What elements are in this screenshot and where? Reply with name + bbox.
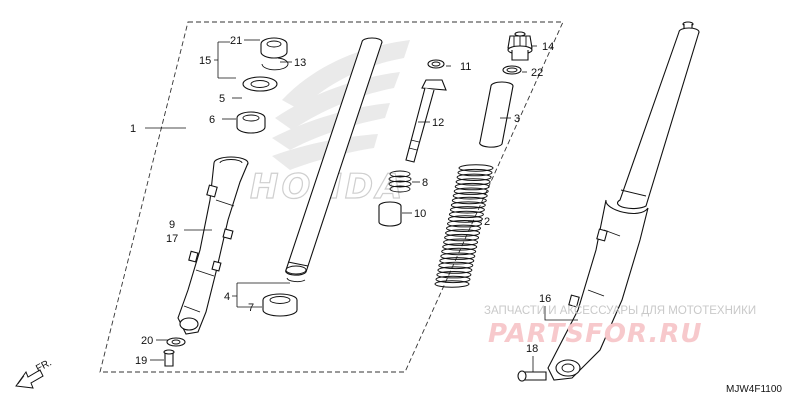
diagram-code: MJW4F1100 <box>726 384 782 395</box>
part-bottom-case <box>177 156 249 335</box>
callout-17: 17 <box>166 233 178 245</box>
callout-4: 4 <box>224 291 230 303</box>
part-backup-ring <box>236 111 266 134</box>
leader-lines <box>145 39 578 372</box>
callout-1: 1 <box>130 123 136 135</box>
front-direction-arrow <box>15 369 44 389</box>
part-oil-lock-piece <box>378 201 402 227</box>
callout-16: 16 <box>539 293 551 305</box>
part-dust-seal <box>260 37 288 59</box>
callout-11: 11 <box>460 61 471 73</box>
part-spacer <box>479 81 514 148</box>
callout-3: 3 <box>514 113 520 125</box>
callout-9: 9 <box>169 219 175 231</box>
callout-2: 2 <box>484 216 490 228</box>
part-sealing-washer <box>166 337 186 347</box>
callout-14: 14 <box>542 41 554 53</box>
callout-8: 8 <box>422 177 428 189</box>
part-stopper-ring <box>261 57 289 71</box>
callout-5: 5 <box>219 93 225 105</box>
callout-7: 7 <box>248 302 254 314</box>
part-socket-bolt <box>163 349 175 367</box>
part-axle-bolt <box>517 370 547 382</box>
part-o-ring-top <box>427 59 445 69</box>
store-logo-watermark: PARTSFOR.RU <box>488 319 702 349</box>
part-oil-seal <box>242 76 278 92</box>
callout-6: 6 <box>209 114 215 126</box>
callout-13: 13 <box>294 57 306 69</box>
part-o-ring-bolt <box>502 65 522 75</box>
callout-15: 15 <box>199 55 211 67</box>
callout-22: 22 <box>531 67 543 79</box>
part-fork-bolt <box>507 31 533 61</box>
part-guide-bushing <box>262 293 298 317</box>
part-fork-pipe <box>285 37 383 283</box>
assembly-frame <box>99 21 564 373</box>
callout-12: 12 <box>432 117 444 129</box>
callout-20: 20 <box>141 335 153 347</box>
store-tagline-watermark: ЗАПЧАСТИ И АКСЕССУАРЫ ДЛЯ МОТОТЕХНИКИ <box>484 305 756 317</box>
front-direction-label: FR. <box>34 357 53 374</box>
callout-19: 19 <box>135 355 147 367</box>
part-fork-spring <box>434 164 494 288</box>
part-rebound-spring <box>388 170 412 193</box>
callout-18: 18 <box>526 343 538 355</box>
part-fork-assembly <box>547 21 700 381</box>
callout-21: 21 <box>230 35 242 47</box>
callout-10: 10 <box>414 208 426 220</box>
part-damper-rod <box>405 79 447 163</box>
